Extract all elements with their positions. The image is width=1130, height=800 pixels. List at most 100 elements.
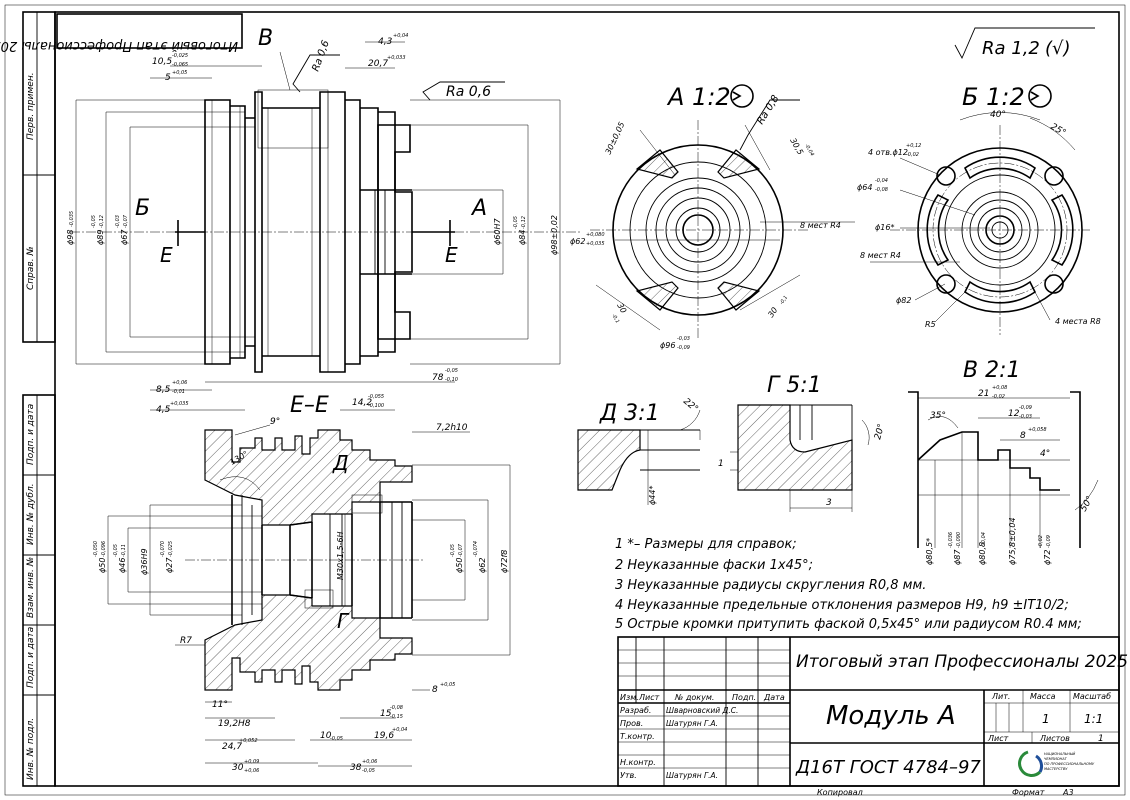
dim-B-R5: R5: [925, 320, 936, 329]
main-view: Б Е А Е В: [66, 26, 580, 415]
left-col-inv-dubl: Инв. № дубл.: [26, 483, 36, 545]
dim-A-8-R4: 8 мест R4: [800, 221, 841, 230]
dim-phi50-left-tol2: -0,096: [101, 541, 107, 557]
rotated-stamp: Итоговый этап Профессионалы 2025: [0, 13, 243, 53]
tb-lit-label: Лит.: [991, 692, 1010, 701]
dim-A-30-left: 30: [615, 302, 628, 315]
dim-phi50-left: ϕ50: [98, 558, 107, 573]
dim-phi72f8: ϕ72f8: [500, 550, 509, 573]
dim-phi98: ϕ98: [66, 230, 75, 245]
dim-10: 10: [320, 731, 332, 741]
tb-role-2: Т.контр.: [620, 732, 655, 741]
title-block-title: Итоговый этап Профессионалы 2025: [796, 652, 1128, 672]
format-value: А3: [1062, 788, 1074, 797]
dim-V-phi87: ϕ87: [953, 549, 962, 565]
title-block-material: Д16Т ГОСТ 4784–97: [795, 757, 981, 778]
dim-V-21-tol2: -0,02: [992, 394, 1005, 400]
dim-V-phi80-8-tol: -0,04: [981, 532, 987, 545]
dim-A-30-right-tol: -0,1: [779, 295, 790, 306]
dim-phi67-tol1: -0,03: [115, 215, 121, 228]
dim-8-5-tol2: -0,01: [172, 389, 185, 395]
dim-4-5: 4,5: [156, 405, 171, 415]
dim-phi62-tol: -0,074: [473, 541, 479, 557]
left-col-perv-primen: Перв. примен.: [26, 72, 36, 140]
tb-sheets-value: 1: [1098, 734, 1104, 744]
dim-phi62: ϕ62: [478, 558, 487, 573]
view-B: Б 1:2 40° 25° 4 отв.ϕ12 +0,12 -0,02: [857, 83, 1101, 335]
view-A: А 1:2 Ra 0,8 30±0,05 30,5 -0,04 8 мест R…: [570, 83, 855, 351]
tb-person-0: Шварновский Д.С.: [666, 706, 738, 715]
dim-B-phi16: ϕ16*: [875, 223, 894, 232]
dim-V-phi72-tol2: -0,09: [1046, 535, 1052, 548]
tb-sheet-label: Лист: [987, 734, 1009, 743]
tb-person-5: Шатурян Г.А.: [666, 771, 718, 780]
dim-D-phi44: ϕ44*: [648, 486, 657, 505]
dim-78-tol2: -0,10: [445, 377, 458, 383]
dim-19-2H8: 19,2H8: [218, 719, 251, 729]
dim-V-35deg: 35°: [930, 411, 946, 421]
rotated-stamp-text: Итоговый этап Профессионалы 2025: [0, 38, 238, 53]
detail-D-title: Д 3:1: [599, 401, 660, 426]
general-roughness-value: Ra 1,2: [982, 38, 1040, 59]
dim-V-phi87-tol2: -0,090: [956, 532, 962, 548]
tb-role-4: Н.контр.: [620, 758, 656, 767]
dim-38-tol2: -0,05: [362, 768, 375, 774]
dim-15-tol2: -0,15: [390, 714, 403, 720]
detail-G-title: Г 5:1: [767, 373, 822, 398]
title-block-part-name: Модуль А: [826, 701, 956, 731]
format-label: Формат: [1012, 788, 1045, 797]
tb-scale-label: Масштаб: [1073, 692, 1111, 701]
dim-A-phi62-tol1: +0,080: [586, 232, 605, 238]
dim-8-5-tol1: +0,06: [172, 380, 187, 386]
dim-B-40deg: 40°: [990, 110, 1006, 120]
tb-person-1: Шатурян Г.А.: [666, 719, 718, 728]
dim-G-20deg: 20°: [873, 423, 887, 441]
dim-A-30-right: 30: [766, 306, 779, 320]
dim-D-22deg: 22°: [681, 397, 700, 415]
dim-15: 15: [380, 709, 392, 719]
tb-header-data: Дата: [763, 693, 785, 702]
detail-V: В 2:1 21 +0,08 -0,02 35° 12 -0,09 -0,03 …: [908, 358, 1099, 565]
dim-11deg: 11°: [212, 700, 228, 710]
tb-header-docnum: № докум.: [674, 693, 714, 702]
dim-V-21: 21: [978, 389, 989, 399]
main-view-outline: [204, 91, 396, 373]
tb-role-1: Пров.: [620, 719, 643, 728]
left-binding-column: Перв. примен. Справ. № Подп. и дата Инв.…: [22, 11, 56, 787]
dim-78-tol1: -0,05: [445, 368, 458, 374]
dim-phi98-tol: -0,035: [69, 211, 75, 227]
dim-A-phi96-tol1: -0,03: [677, 336, 690, 342]
dim-B-4-R8: 4 места R8: [1055, 317, 1101, 326]
detail-letter-V: В: [258, 26, 273, 51]
technical-notes: 1 *– Размеры для справок; 2 Неуказанные …: [615, 537, 1082, 632]
dim-10-tol: -0,05: [330, 736, 343, 742]
dim-20-7: 20,7: [368, 59, 388, 69]
dim-phi46-tol1: -0,05: [113, 544, 119, 557]
dim-14-2-tol1: -0,055: [368, 394, 384, 400]
dim-A-30-005: 30±0,05: [604, 121, 627, 156]
view-A-title: А 1:2: [666, 83, 731, 111]
dim-V-8-tol: +0,058: [1028, 427, 1047, 433]
dim-phi50-right: ϕ50: [455, 558, 464, 573]
dim-4-3-tol: +0,04: [393, 33, 408, 39]
section-EE: Е–Е: [93, 393, 511, 774]
tb-scale-value: 1:1: [1084, 712, 1103, 726]
general-roughness: Ra 1,2 (√): [954, 27, 1095, 60]
section-EE-upper-hatch: [204, 429, 413, 526]
dim-B-4otv-tol1: +0,12: [906, 143, 921, 149]
dim-V-21-tol1: +0,08: [992, 385, 1007, 391]
section-EE-lower-hatch: [204, 594, 413, 691]
dim-78: 78: [432, 373, 444, 383]
dim-V-phi80-8: ϕ80,8: [978, 542, 987, 565]
tb-role-0: Разраб.: [620, 706, 651, 715]
dim-5: 5: [165, 73, 171, 83]
dim-8-right: 8: [432, 685, 438, 695]
dim-phi50-right-tol1: -0,05: [450, 544, 456, 557]
dim-38-tol1: +0,06: [362, 759, 377, 765]
dim-phi27: ϕ27: [165, 557, 174, 573]
dim-B-phi82: ϕ82: [896, 296, 911, 305]
detail-G-frame: [304, 589, 334, 609]
dim-phi67: ϕ67: [120, 229, 129, 245]
copied-label: Копировал: [817, 788, 863, 797]
